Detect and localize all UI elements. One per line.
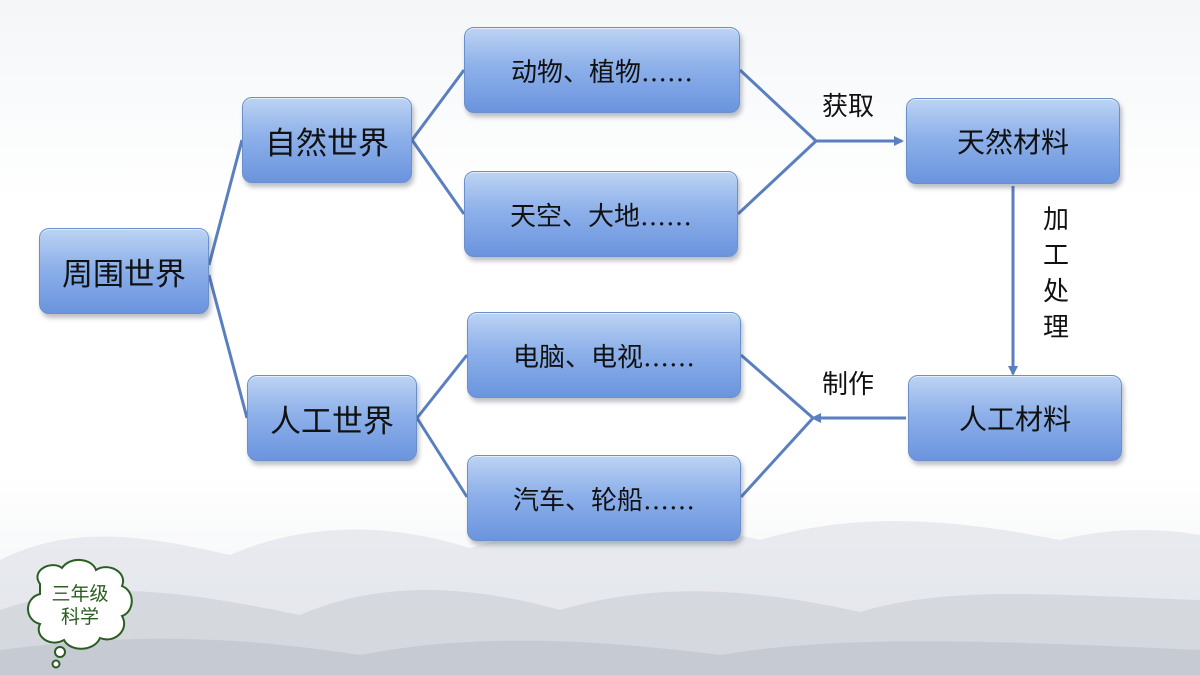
edge-label-process-char: 加 <box>1042 205 1069 235</box>
line-natural-animals <box>410 69 466 141</box>
background-mountains <box>0 521 1200 675</box>
grade-badge: 三年级 科学 <box>28 583 132 629</box>
line-make-computer <box>740 353 814 420</box>
line-artificial-computer <box>415 354 469 419</box>
line-animals-merge <box>738 68 818 143</box>
node-sky-earth: 天空、大地…… <box>464 171 738 257</box>
line-artificial-car <box>415 417 469 498</box>
node-artificial-materials: 人工材料 <box>908 375 1122 461</box>
edge-label-process-char: 处 <box>1042 277 1069 307</box>
line-surroundings-artificial <box>207 274 249 419</box>
grade-badge-cloud <box>27 559 133 669</box>
node-car-ship: 汽车、轮船…… <box>467 455 741 541</box>
line-surroundings-natural <box>207 139 244 266</box>
line-make-car <box>739 416 815 499</box>
edge-label-process-char: 理 <box>1042 313 1069 343</box>
node-surroundings: 周围世界 <box>39 228 209 314</box>
node-artificial-world: 人工世界 <box>247 375 417 461</box>
connector-lines <box>207 68 1018 499</box>
node-computer-tv: 电脑、电视…… <box>467 312 741 398</box>
node-natural-world: 自然世界 <box>242 97 412 183</box>
edge-label-process: 加 工 处 理 <box>1040 202 1072 346</box>
line-sky-merge <box>736 139 818 216</box>
line-natural-sky <box>410 139 466 215</box>
edge-label-make: 制作 <box>822 370 875 400</box>
grade-badge-line2: 科学 <box>60 606 99 628</box>
edge-label-process-char: 工 <box>1042 241 1069 271</box>
node-natural-materials: 天然材料 <box>906 98 1120 184</box>
grade-badge-line1: 三年级 <box>51 583 109 605</box>
node-animals-plants: 动物、植物…… <box>464 27 740 113</box>
edge-label-obtain: 获取 <box>822 92 875 122</box>
